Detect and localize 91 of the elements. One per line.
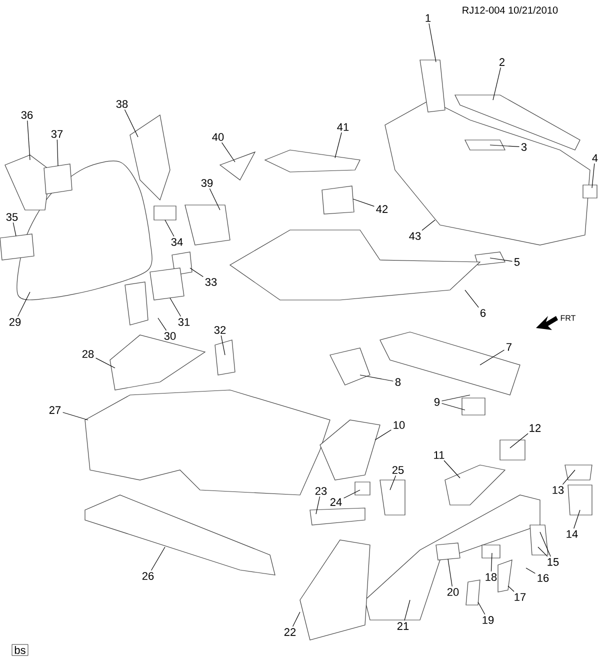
leader-line bbox=[164, 220, 174, 237]
leader-line bbox=[510, 433, 528, 448]
leader-line bbox=[490, 552, 492, 572]
leader-line bbox=[464, 290, 479, 308]
callout-number: 37 bbox=[51, 130, 63, 138]
leader-line bbox=[170, 298, 182, 317]
callout-number: 24 bbox=[330, 498, 342, 506]
leader-line bbox=[574, 510, 580, 529]
callout-number: 4 bbox=[592, 154, 598, 162]
leader-line bbox=[150, 546, 166, 571]
callout-number: 5 bbox=[514, 258, 520, 266]
callout-number: 36 bbox=[21, 111, 33, 119]
callout-number: 3 bbox=[521, 143, 527, 151]
leader-line bbox=[444, 460, 460, 478]
callout-number: 31 bbox=[178, 318, 190, 326]
callout-number: 9 bbox=[434, 398, 440, 406]
leader-line bbox=[12, 222, 16, 236]
code-box: bs bbox=[12, 644, 28, 656]
leader-line bbox=[448, 558, 452, 587]
callout-number: 40 bbox=[212, 133, 224, 141]
callout-number: 42 bbox=[376, 205, 388, 213]
callout-number: 43 bbox=[409, 232, 421, 240]
leader-line bbox=[562, 470, 576, 485]
callout-number: 28 bbox=[82, 350, 94, 358]
callout-number: 7 bbox=[506, 343, 512, 351]
callout-number: 33 bbox=[205, 278, 217, 286]
callout-number: 30 bbox=[164, 332, 176, 340]
callout-number: 38 bbox=[116, 100, 128, 108]
leader-line bbox=[390, 475, 396, 490]
leader-line bbox=[209, 188, 220, 210]
callout-number: 6 bbox=[480, 309, 486, 317]
leader-line bbox=[124, 109, 138, 138]
leader-line bbox=[540, 532, 551, 557]
callout-number: 12 bbox=[530, 424, 541, 432]
leader-line bbox=[480, 350, 505, 366]
leader-line bbox=[478, 602, 486, 615]
leader-line bbox=[96, 358, 116, 368]
callout-number: 19 bbox=[482, 616, 494, 624]
callout-number: 18 bbox=[486, 573, 497, 581]
leader-line bbox=[344, 490, 360, 498]
callout-number: 13 bbox=[552, 486, 564, 494]
callout-number: 39 bbox=[201, 179, 213, 187]
diagram-code: RJ12-004 10/21/2010 bbox=[462, 6, 558, 14]
callout-number: 27 bbox=[49, 406, 61, 414]
callout-number: 20 bbox=[447, 588, 459, 596]
callout-number: 23 bbox=[315, 487, 327, 495]
callout-number: 11 bbox=[434, 451, 444, 459]
leader-line bbox=[360, 374, 394, 382]
callout-number: 14 bbox=[566, 530, 578, 538]
leader-line bbox=[18, 292, 30, 317]
leader-line bbox=[27, 120, 30, 160]
direction-label: FRT bbox=[560, 315, 576, 321]
callout-number: 2 bbox=[499, 58, 504, 66]
leader-line bbox=[508, 586, 514, 592]
callout-number: 17 bbox=[514, 593, 526, 601]
leader-line bbox=[158, 318, 167, 331]
leader-line bbox=[316, 496, 320, 514]
callout-number: 34 bbox=[171, 238, 183, 246]
leader-line bbox=[490, 258, 513, 262]
callout-number: 32 bbox=[214, 326, 226, 334]
callout-number: 10 bbox=[394, 421, 405, 429]
leader-line bbox=[56, 139, 58, 166]
leader-line bbox=[62, 412, 88, 420]
leader-line bbox=[374, 430, 392, 440]
leader-line bbox=[222, 142, 236, 162]
leader-line bbox=[352, 198, 374, 207]
leader-line bbox=[441, 394, 470, 402]
callout-number: 16 bbox=[538, 574, 549, 582]
callout-number: 8 bbox=[395, 378, 401, 386]
callout-number: 26 bbox=[142, 572, 154, 580]
callout-number: 21 bbox=[397, 622, 409, 630]
callout-number: 1 bbox=[426, 14, 431, 22]
leader-line bbox=[526, 568, 536, 574]
leader-line bbox=[220, 335, 226, 356]
leader-line bbox=[492, 67, 501, 100]
leader-line bbox=[334, 132, 342, 158]
leader-line bbox=[441, 403, 466, 410]
callout-number: 22 bbox=[284, 628, 296, 636]
leader-line bbox=[190, 268, 204, 278]
callout-number: 29 bbox=[9, 318, 21, 326]
leader-line bbox=[538, 546, 548, 557]
leader-line bbox=[592, 163, 595, 188]
callout-number: 25 bbox=[392, 466, 404, 474]
leader-line bbox=[422, 220, 436, 231]
leader-line bbox=[428, 23, 436, 62]
callout-number: 35 bbox=[6, 213, 18, 221]
callout-number: 41 bbox=[337, 123, 349, 131]
leader-line bbox=[490, 144, 520, 148]
leader-line bbox=[292, 612, 300, 627]
leader-line bbox=[404, 600, 410, 621]
callout-number: 15 bbox=[548, 558, 559, 566]
